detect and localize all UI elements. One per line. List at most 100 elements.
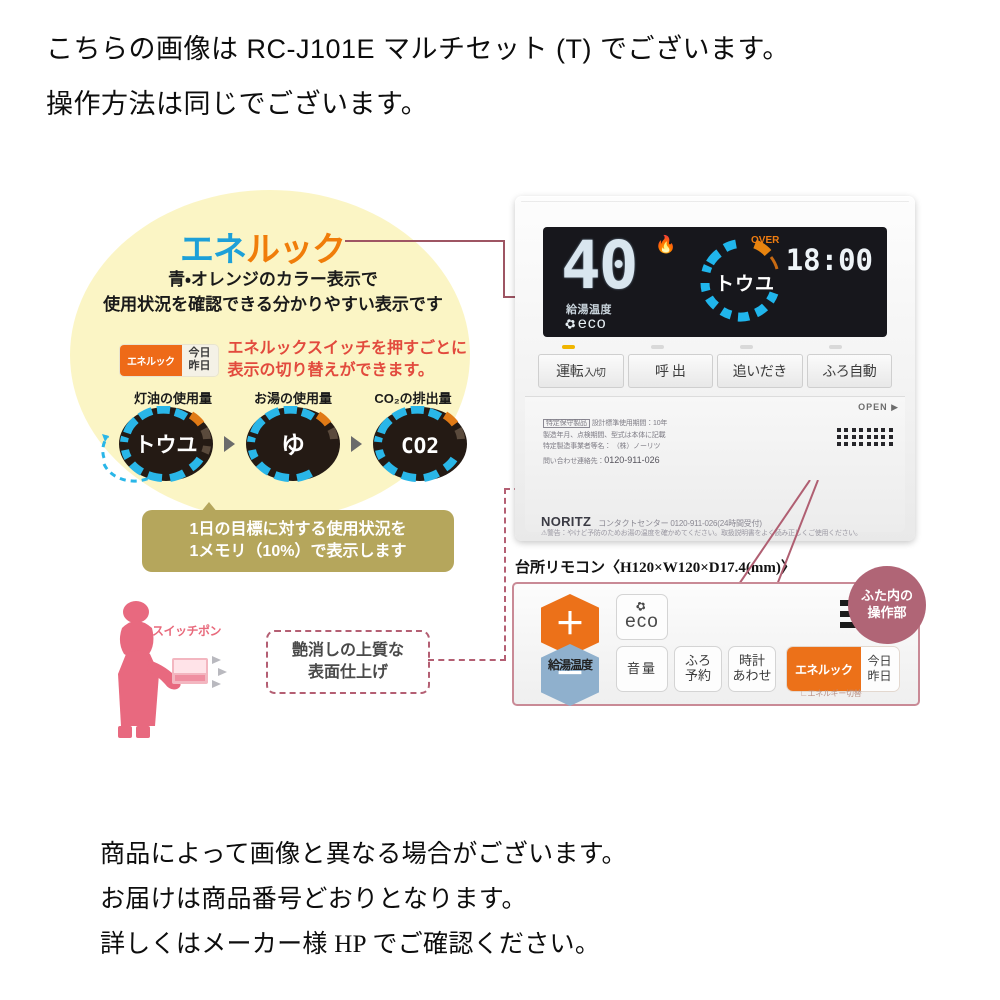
button-operation[interactable]: 運転入/切: [538, 354, 624, 388]
open-label: OPEN ▶: [858, 402, 899, 412]
enelook-subtitle-line-1: 青・オレンジのカラー表示で: [168, 270, 378, 289]
volume-button[interactable]: 音量: [616, 646, 668, 692]
tiny-print-boxed: 特定保守製品: [543, 419, 590, 428]
tiny-print-line-1-rest: 設計標準使用期間：10年: [591, 420, 668, 427]
tiny-print-line-4-prefix: 問い合わせ連絡先：: [543, 457, 605, 465]
speaker-grille-icon: [837, 428, 893, 446]
gauge-label-1: お湯の使用量: [253, 391, 332, 406]
button-reheat[interactable]: 追いだき: [717, 354, 803, 388]
gauge-kerosene-text: トウユ: [135, 433, 198, 457]
lcd-eco-indicator: ✿eco: [562, 314, 607, 333]
enelook-switch-yesterday: 昨日: [867, 669, 892, 683]
leader-line-vertical: [503, 240, 505, 298]
lcd-eco-label: eco: [577, 315, 607, 332]
button-auto-bath[interactable]: ふろ自動: [806, 354, 892, 388]
matte-leader-horizontal: [428, 659, 506, 661]
lcd-over-label: OVER: [751, 235, 780, 246]
enelook-switch-today: 今日: [867, 654, 892, 668]
enelook-badge-note: エネルックスイッチを押すごとに 表示の切り替えができます。: [228, 338, 468, 383]
panel-pointer-lines: [734, 480, 819, 590]
led-indicator-1: [651, 345, 664, 349]
inside-lid-badge-line-1: ふた内の: [860, 588, 913, 604]
lcd-gauge-svg: [700, 239, 779, 322]
bath-reservation-button[interactable]: ふろ 予約: [674, 646, 722, 692]
gauge-kerosene: トウユ: [118, 405, 214, 482]
clock-set-line-2: あわせ: [732, 668, 772, 683]
led-indicator-0: [562, 345, 575, 349]
bath-reservation-line-1: ふろ: [684, 653, 711, 669]
gauge-co2-svg: CO2: [373, 405, 467, 482]
gauge-arrow-1: [224, 436, 235, 452]
leader-line-horizontal: [345, 240, 505, 242]
eco-button-label: eco: [625, 611, 659, 633]
inside-lid-badge-line-2: 操作部: [867, 605, 907, 620]
beige-callout: 1日の目標に対する使用状況を 1メモリ（10%）で表示します: [142, 510, 454, 573]
matte-leader-vertical: [504, 488, 506, 661]
gauge-hotwater: ゆ: [245, 405, 341, 482]
temp-control-label: 給湯温度: [547, 658, 593, 672]
bottom-text-line-2: お届けは商品番号どおりとなります。: [100, 886, 527, 913]
contact-center-text: コンタクトセンター 0120-911-026(24時間受付): [598, 519, 762, 528]
clock-set-button[interactable]: 時計 あわせ: [728, 646, 776, 692]
lcd-gauge-text: トウユ: [714, 274, 775, 295]
loop-arrow-icon: [101, 434, 157, 483]
switch-pon-label: スイッチポン: [152, 624, 222, 638]
button-call[interactable]: 呼 出: [627, 354, 713, 388]
top-text-line-1: こちらの画像は RC-J101E マルチセット (T) でございます。: [46, 34, 790, 64]
tiny-print-phone: 0120-911-026: [604, 454, 660, 465]
main-button-row: 運転入/切 呼 出 追いだき ふろ自動: [538, 354, 892, 388]
gauge-labels: 灯油の使用量 お湯の使用量 CO₂の排出量: [118, 388, 468, 407]
bottom-description-text: 商品によって画像と異なる場合がございます。 お届けは商品番号どおりとなります。 …: [100, 842, 960, 977]
enelook-badge-note-line-1: エネルックスイッチを押すごとに: [227, 340, 468, 357]
remote-caption: 台所リモコン〈H120×W120×D17.4(mm)〉: [515, 560, 796, 576]
woman-illustration: [118, 601, 227, 738]
enelook-badge-today: 今日: [188, 346, 211, 359]
temp-up-button[interactable]: ＋: [541, 594, 599, 656]
kitchen-remote-control: 40 🔥 給湯温度 ✿eco 18:00: [515, 196, 915, 541]
eco-button[interactable]: ✿ eco: [616, 594, 668, 640]
regulatory-tiny-print: 特定保守製品設計標準使用期間：10年 製造年月、点検期間、型式は本体に記載 特定…: [543, 418, 773, 467]
gauge-arrow-2: [351, 436, 362, 452]
volume-button-label: 音量: [626, 660, 657, 676]
button-operation-label: 運転: [556, 363, 584, 379]
flame-icon: 🔥: [655, 235, 677, 254]
enelook-badge: エネルック 今日 昨日: [120, 344, 218, 376]
enelook-badge-yesterday: 昨日: [188, 360, 211, 373]
enelook-switch-label: エネルック: [787, 647, 861, 691]
clock-set-line-1: 時計: [738, 653, 765, 669]
enelook-switch[interactable]: エネルック 今日 昨日: [786, 646, 900, 692]
bath-reservation-line-2: 予約: [684, 668, 711, 683]
enelook-subtitle-line-2: 使用状況を確認できる分かりやすい表示です: [103, 294, 443, 314]
gauge-co2-text: CO2: [401, 434, 439, 458]
beige-callout-line-1: 1日の目標に対する使用状況を: [189, 521, 407, 538]
gauge-label-2: CO₂の排出量: [374, 391, 452, 406]
tiny-print-line-1: 特定保守製品設計標準使用期間：10年: [543, 418, 773, 430]
bottom-text-line-3: 詳しくはメーカー様 HP でご確認ください。: [100, 931, 601, 958]
enelook-badge-note-line-2: 表示の切り替えができます。: [227, 362, 434, 380]
enelook-badge-label: エネルック: [120, 344, 182, 376]
enelook-switch-days: 今日 昨日: [860, 647, 899, 691]
matte-finish-text: 艶消しの上質な 表面仕上げ: [292, 640, 404, 683]
gauge-co2: CO2: [372, 405, 468, 482]
energy-switch-note: ∟エネルギー切替: [800, 689, 862, 698]
sparkle-icon: [212, 656, 227, 688]
lcd-gauge: OVER トウユ: [693, 235, 797, 329]
tiny-print-line-3: 特定製造事業者等名： （株）ノーリツ: [543, 443, 661, 451]
enelook-title: エネルック: [180, 222, 346, 271]
lcd-temperature-label: 給湯温度: [566, 304, 612, 316]
inside-lid-badge: ふた内の 操作部: [848, 566, 926, 644]
gauge-row: トウユ: [118, 405, 468, 482]
button-reheat-label: 追いだき: [732, 363, 788, 379]
tiny-print-line-2: 製造年月、点検期間、型式は本体に記載: [543, 431, 666, 439]
brand-row: NORITZ コンタクトセンター 0120-911-026(24時間受付): [541, 514, 762, 529]
tiny-print-line-4: 問い合わせ連絡先：0120-911-026: [543, 453, 773, 468]
gauge-hotwater-text: ゆ: [281, 431, 305, 459]
gauge-label-0: 灯油の使用量: [133, 391, 212, 406]
enelook-title-blue: エネ: [180, 231, 247, 269]
energy-switch-note-text: エネルギー切替: [807, 689, 862, 698]
led-indicator-2: [740, 345, 753, 349]
enelook-subtitle: 青・オレンジのカラー表示で 使用状況を確認できる分かりやすい表示です: [98, 268, 448, 317]
temp-down-button[interactable]: －: [541, 644, 599, 706]
beige-callout-line-2: 1メモリ（10%）で表示します: [189, 542, 407, 560]
